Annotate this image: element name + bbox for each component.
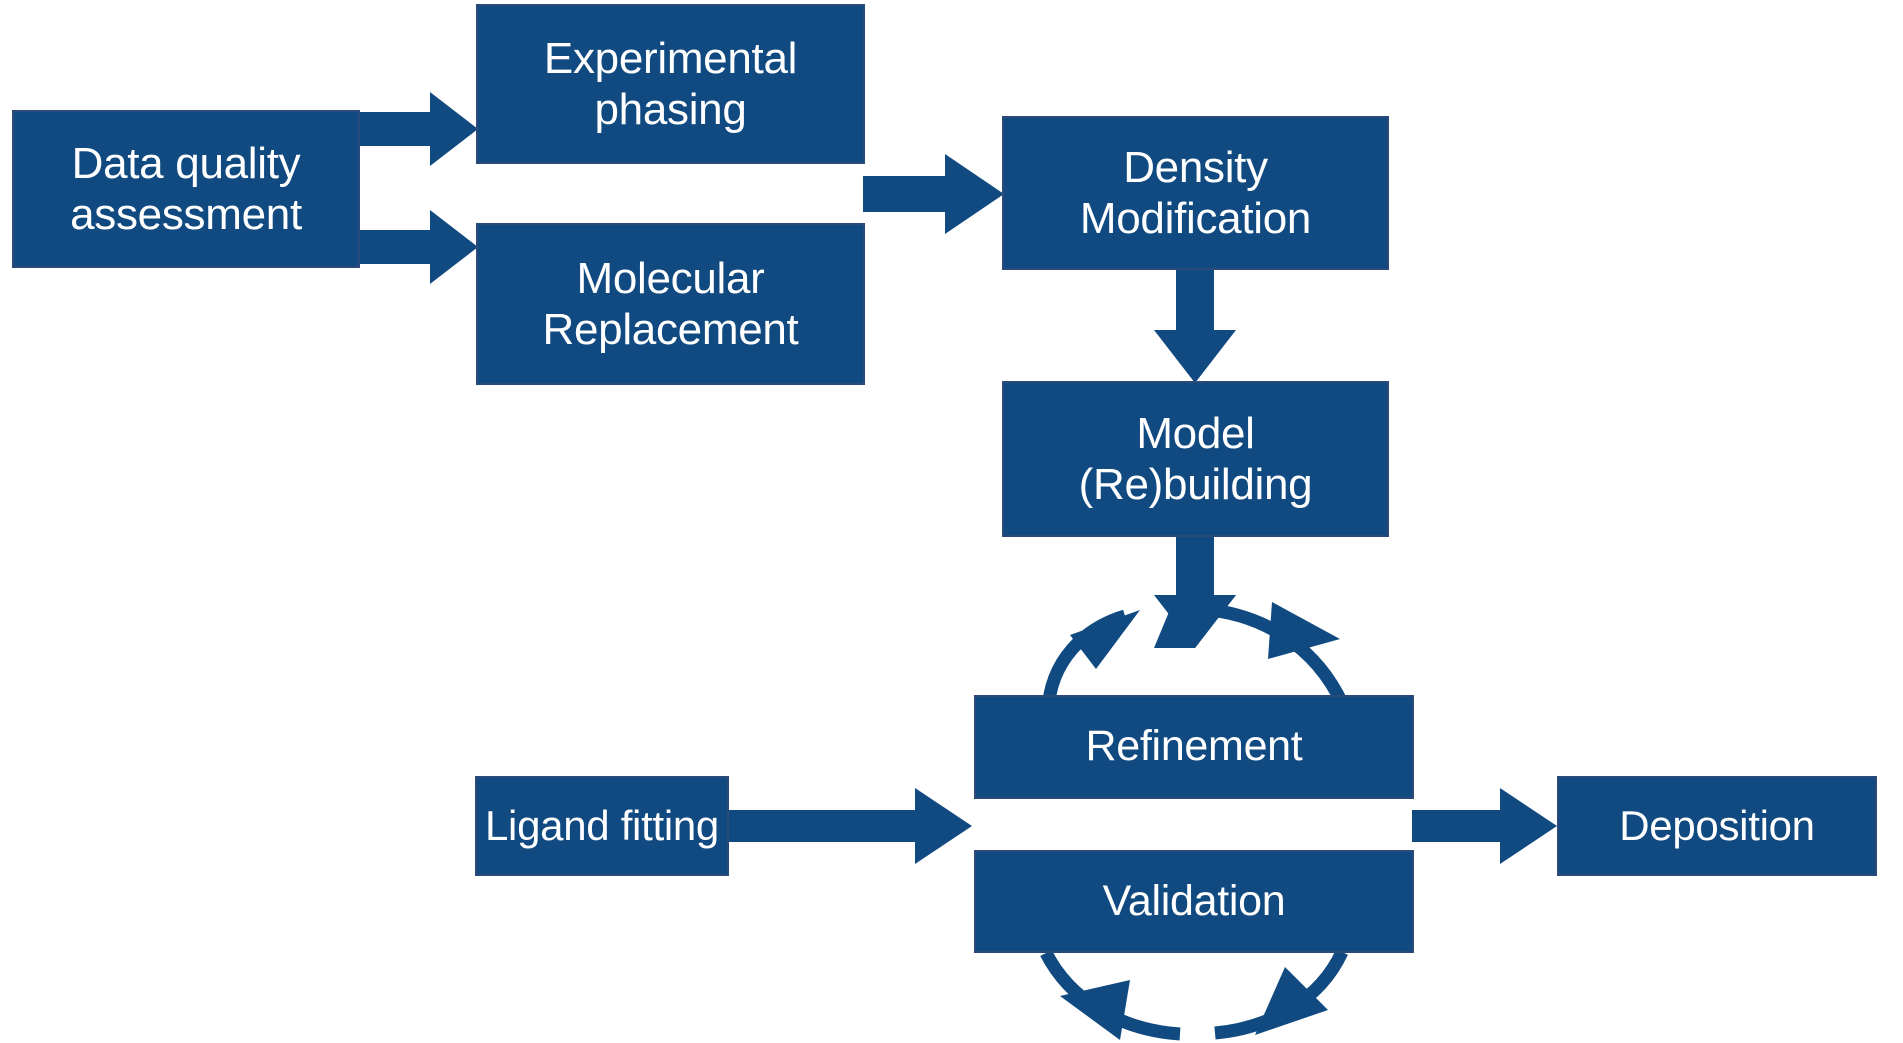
cycle-arrow-bottom-left <box>1040 949 1181 1041</box>
node-label: Density Modification <box>1079 142 1312 243</box>
node-label: Model (Re)building <box>1078 408 1313 509</box>
node-refinement[interactable]: Refinement <box>974 695 1414 799</box>
node-density-modification[interactable]: Density Modification <box>1002 116 1389 270</box>
arrow-data-quality-to-experimental <box>358 92 478 166</box>
arrow-phasing-to-density <box>863 154 1004 234</box>
node-label: Deposition <box>1619 801 1815 849</box>
arrow-model-to-refinement <box>1154 535 1236 648</box>
node-label: Data quality assessment <box>70 138 302 239</box>
arrow-data-quality-to-molecular <box>358 210 478 284</box>
cycle-arrow-top-right <box>1199 602 1348 706</box>
node-molecular-replacement[interactable]: Molecular Replacement <box>476 223 865 385</box>
arrow-density-to-model <box>1154 268 1236 383</box>
node-deposition[interactable]: Deposition <box>1557 776 1877 876</box>
node-model-rebuilding[interactable]: Model (Re)building <box>1002 381 1389 537</box>
cycle-arrow-bottom-right <box>1214 949 1348 1040</box>
node-ligand-fitting[interactable]: Ligand fitting <box>475 776 729 876</box>
arrow-ligand-to-cycle <box>727 788 972 864</box>
node-label: Ligand fitting <box>485 801 719 849</box>
node-label: Validation <box>1102 876 1286 925</box>
arrow-cycle-to-deposition <box>1412 788 1557 864</box>
node-experimental-phasing[interactable]: Experimental phasing <box>476 4 865 164</box>
node-label: Refinement <box>1085 722 1303 771</box>
node-data-quality-assessment[interactable]: Data quality assessment <box>12 110 360 268</box>
node-validation[interactable]: Validation <box>974 850 1414 953</box>
node-label: Experimental phasing <box>543 33 798 134</box>
node-label: Molecular Replacement <box>542 253 799 354</box>
